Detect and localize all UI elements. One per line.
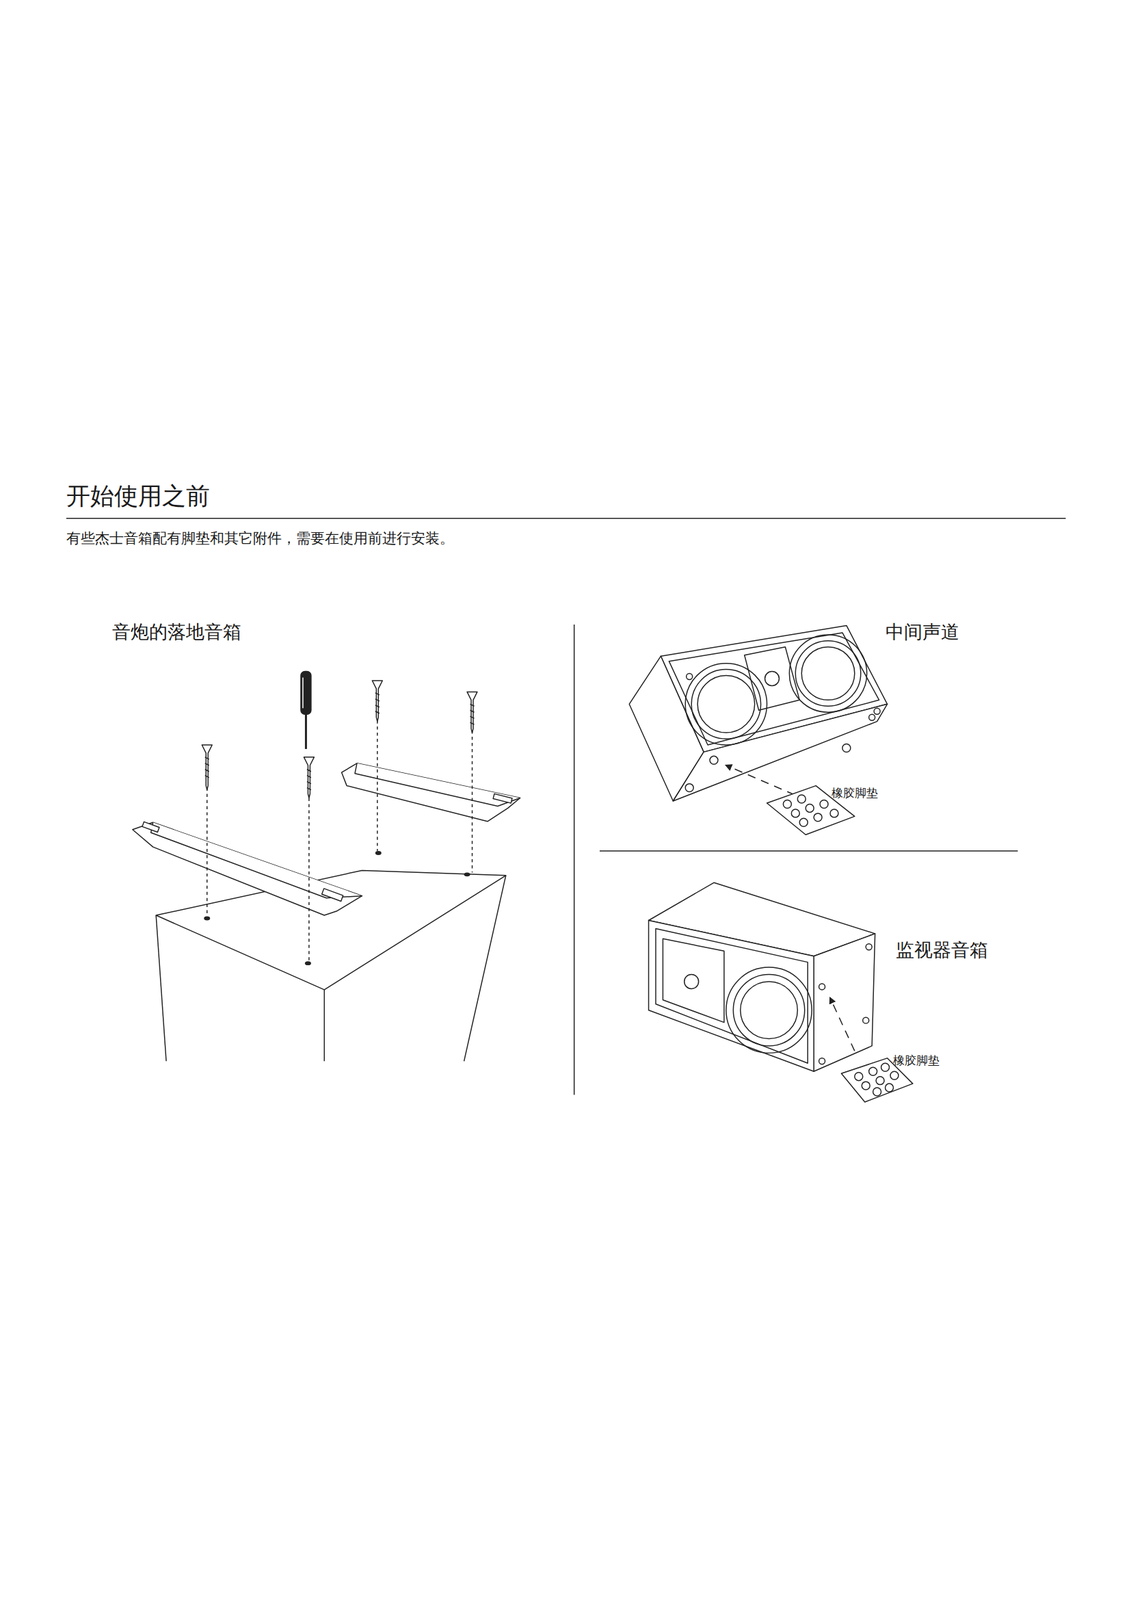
- part-label: 橡胶脚垫: [893, 1053, 940, 1067]
- part-label: 橡胶脚垫: [831, 785, 878, 800]
- center-speaker: [629, 624, 887, 801]
- intro-text: 有些杰士音箱配有脚垫和其它附件，需要在使用前进行安装。: [66, 529, 455, 548]
- monitor-speaker: [648, 882, 876, 1071]
- floorstanding-speaker: [155, 850, 507, 1061]
- guide-arrow: [830, 997, 855, 1051]
- divider: [573, 624, 575, 1095]
- divider: [599, 849, 1018, 851]
- guide-line: [207, 720, 473, 960]
- section-heading: 音炮的落地音箱: [112, 620, 242, 643]
- page-title: 开始使用之前: [66, 481, 210, 511]
- title-rule: [66, 517, 1067, 519]
- plinth-bar: [132, 821, 363, 915]
- plinth-bar: [341, 763, 521, 822]
- screwdriver: [300, 671, 312, 749]
- section-heading: 监视器音箱: [895, 938, 989, 961]
- screw: [201, 680, 478, 798]
- section-heading: 中间声道: [885, 620, 960, 643]
